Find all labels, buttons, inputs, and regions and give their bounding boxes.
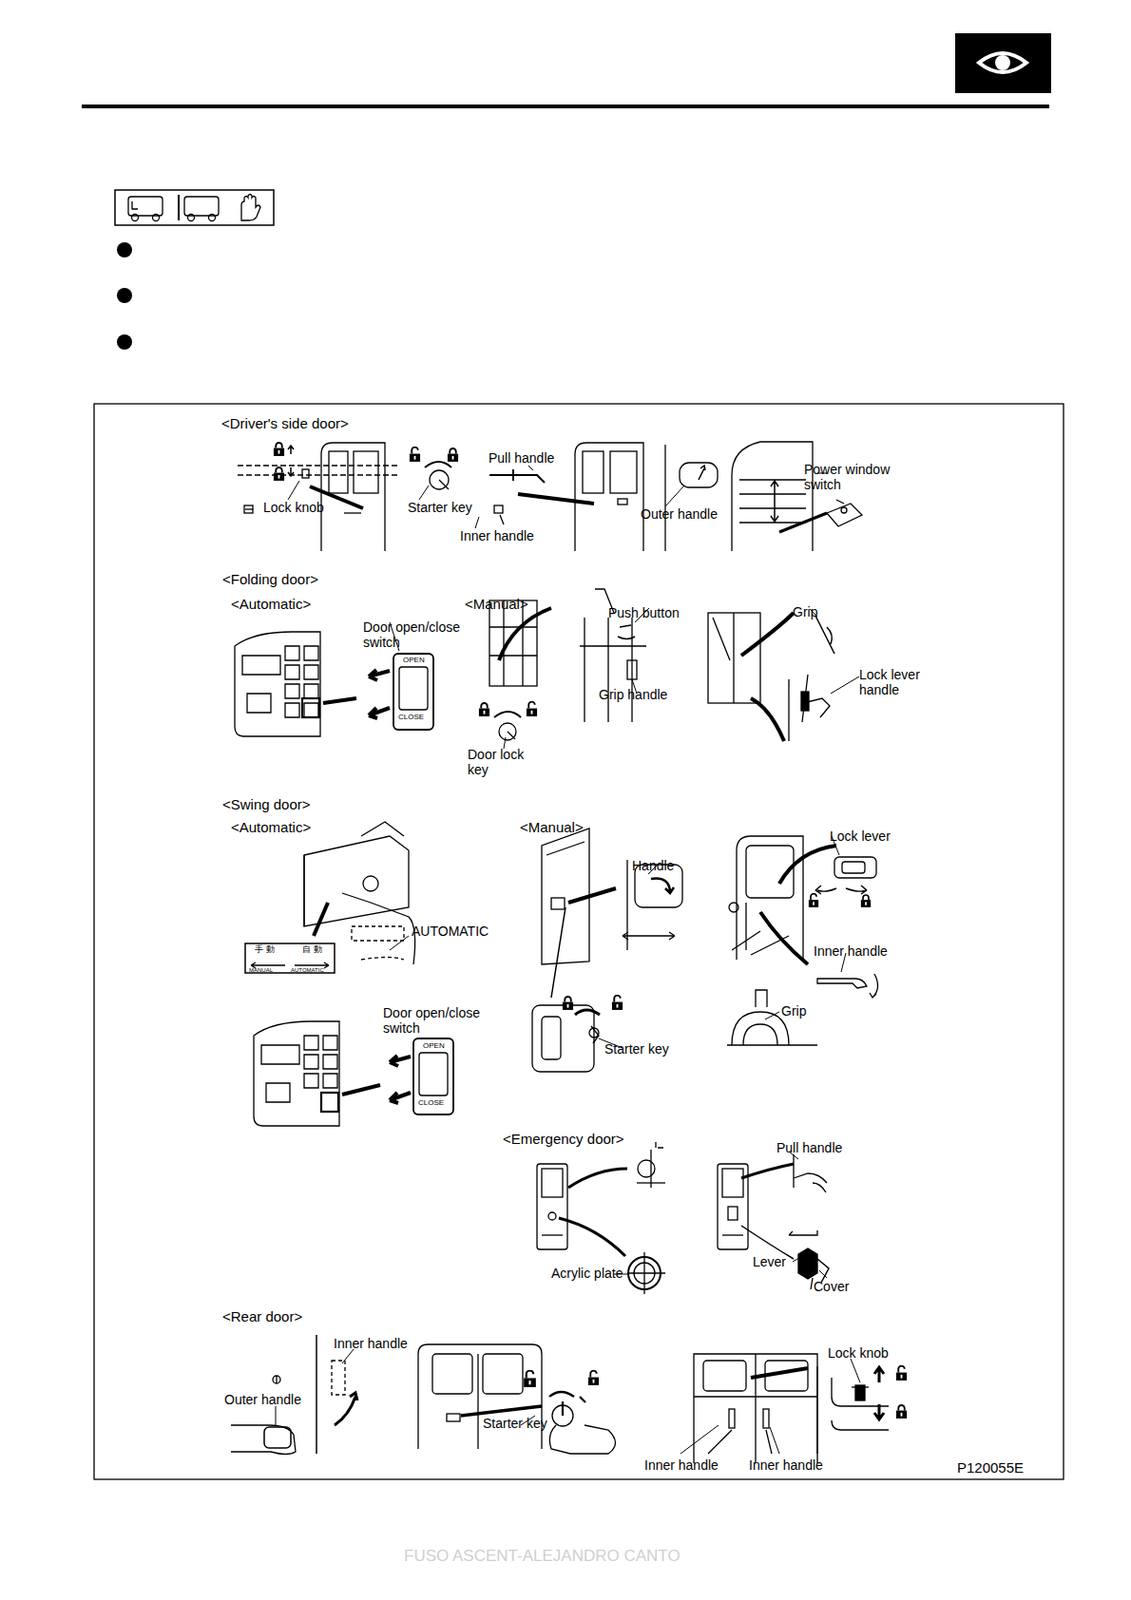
switch-label: OPEN — [422, 1042, 445, 1051]
part-label: Lever — [752, 1254, 786, 1270]
sub-heading: <Manual> — [519, 819, 584, 836]
part-label: Cover — [813, 1279, 849, 1295]
part-label: AUTOMATIC — [411, 923, 489, 940]
part-label: Starter key — [482, 1416, 548, 1432]
section-heading: <Folding door> — [222, 571, 319, 588]
plate-label: 手 動 — [254, 945, 275, 955]
switch-label: OPEN — [402, 656, 425, 665]
part-label: Power window switch — [804, 461, 898, 493]
part-label: Inner handle — [748, 1457, 824, 1474]
part-label: Outer handle — [640, 506, 718, 522]
sub-heading: <Manual> — [464, 595, 529, 613]
watermark: FUSO ASCENT-ALEJANDRO CANTO — [403, 1547, 681, 1567]
part-label: Door open/close switch — [383, 1005, 488, 1036]
part-label: Inner handle — [460, 528, 535, 544]
section-heading: <Swing door> — [222, 796, 311, 813]
part-label: Lock lever handle — [859, 667, 930, 698]
sub-heading: <Automatic> — [230, 595, 311, 613]
part-label: Lock lever — [829, 828, 891, 844]
sub-heading: <Automatic> — [230, 819, 311, 836]
part-label: Push button — [608, 605, 680, 621]
part-label: Acrylic plate — [551, 1265, 623, 1282]
part-label: Starter key — [604, 1041, 670, 1057]
part-label: Grip handle — [598, 687, 668, 703]
section-heading: <Driver's side door> — [221, 415, 349, 432]
part-label: Inner handle — [813, 943, 888, 959]
switch-label: CLOSE — [418, 1099, 444, 1108]
part-label: Starter key — [407, 499, 473, 516]
plate-label: MANUAL — [249, 967, 273, 974]
part-label: Handle — [632, 858, 674, 874]
plate-label: 自 動 — [302, 945, 323, 955]
switch-label: CLOSE — [398, 713, 424, 722]
part-label: Grip — [792, 604, 818, 620]
plate-label: AUTOMATIC — [290, 967, 325, 974]
part-label: Door open/close switch — [363, 619, 468, 651]
figure-code: P120055E — [957, 1459, 1024, 1477]
part-label: Inner handle — [333, 1336, 408, 1352]
sub-heading: <Emergency door> — [502, 1131, 625, 1148]
part-label: Pull handle — [488, 450, 555, 466]
part-label: Door lock key — [467, 747, 533, 778]
part-label: Grip — [781, 1003, 806, 1019]
part-label: Inner handle — [644, 1457, 719, 1474]
part-label: Pull handle — [776, 1140, 843, 1156]
part-label: Outer handle — [224, 1392, 302, 1408]
part-label: Lock knob — [263, 499, 325, 516]
part-label: Lock knob — [827, 1345, 889, 1362]
section-heading: <Rear door> — [222, 1308, 303, 1325]
